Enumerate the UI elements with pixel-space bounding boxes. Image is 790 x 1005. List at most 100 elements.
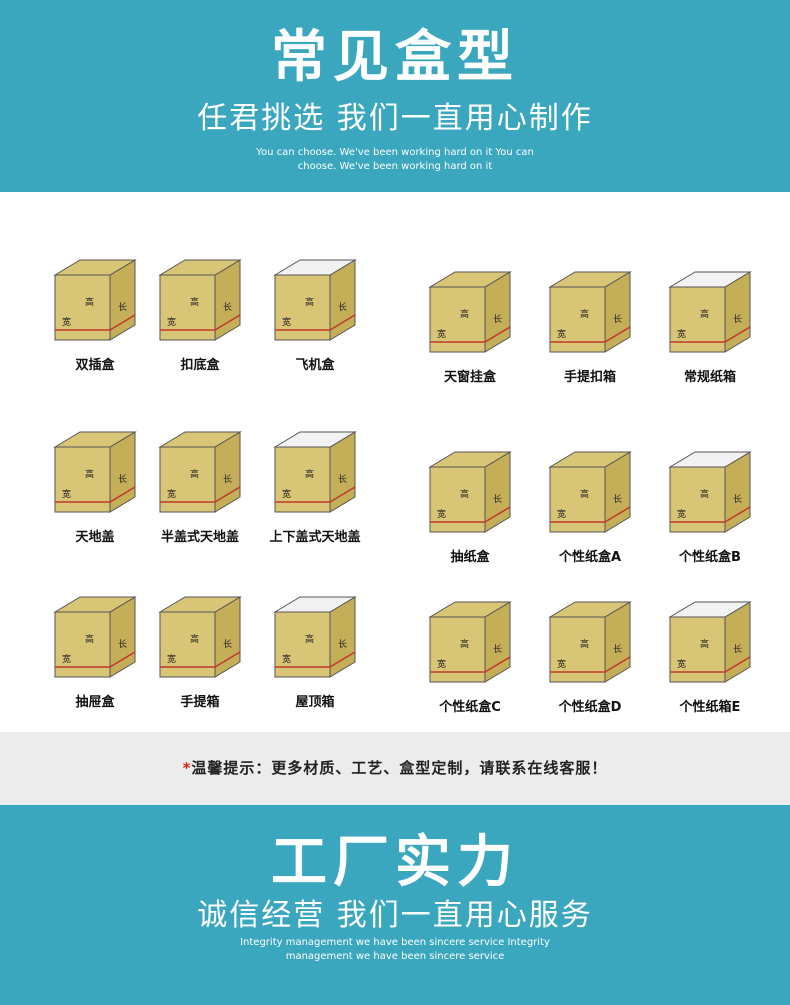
box-type-item: 宽 高 长双插盒 — [35, 230, 155, 373]
box-illustration: 宽 高 长 — [428, 601, 512, 683]
box-type-label: 个性纸箱E — [679, 700, 741, 715]
dimension-label: 长 — [338, 301, 347, 313]
dimension-label: 高 — [85, 468, 94, 480]
notice-bar: *温馨提示：更多材质、工艺、盒型定制，请联系在线客服！ — [0, 732, 790, 805]
box-type-label: 常规纸箱 — [683, 370, 736, 385]
dimension-label: 宽 — [557, 658, 566, 670]
dimension-label: 高 — [85, 296, 94, 308]
dimension-label: 高 — [85, 633, 94, 645]
box-type-item: 宽高长抽纸盒 — [410, 422, 530, 565]
dimension-label: 高 — [305, 296, 314, 308]
dimension-label: 长 — [613, 493, 622, 505]
box-type-item: 宽高长个性纸盒D — [530, 572, 650, 715]
page-title: 常见盒型 — [271, 25, 519, 90]
footer-banner: 工厂实力 诚信经营 我们一直用心服务 Integrity management … — [0, 805, 790, 1005]
english-tagline: You can choose. We've been working hard … — [256, 147, 534, 172]
box-illustration: 宽 高 长 — [158, 596, 242, 678]
dimension-label: 宽 — [167, 316, 176, 328]
header-banner: 常见盒型 任君挑选 我们一直用心制作 You can choose. We've… — [0, 0, 790, 192]
box-illustration: 宽高长 — [548, 451, 632, 533]
box-illustration: 宽 高 长 — [158, 431, 242, 513]
dimension-label: 长 — [118, 301, 127, 313]
dimension-label: 高 — [190, 296, 199, 308]
dimension-label: 长 — [223, 473, 232, 485]
box-illustration: 宽高长 — [428, 451, 512, 533]
dimension-label: 长 — [338, 638, 347, 650]
box-type-item: 宽高长个性纸盒A — [530, 422, 650, 565]
dimension-label: 高 — [190, 633, 199, 645]
box-type-label: 飞机盒 — [295, 358, 335, 373]
dimension-label: 宽 — [437, 658, 446, 670]
box-illustration: 宽 高 长 — [668, 451, 752, 533]
dimension-label: 宽 — [62, 653, 71, 665]
dimension-label: 长 — [613, 643, 622, 655]
dimension-label: 宽 — [62, 316, 71, 328]
dimension-label: 长 — [613, 313, 622, 325]
footer-subtitle: 诚信经营 我们一直用心服务 — [197, 898, 593, 933]
box-type-label: 上下盖式天地盖 — [269, 530, 361, 545]
box-type-item: 宽高长抽屉盒 — [35, 567, 155, 710]
dimension-label: 高 — [190, 468, 199, 480]
dimension-label: 宽 — [282, 653, 291, 665]
box-type-label: 个性纸盒A — [558, 550, 622, 565]
box-illustration: 宽高长 — [668, 601, 752, 683]
box-illustration: 宽 高 长 — [428, 271, 512, 353]
box-types-grid: 宽高长双插盒宽高长扣底盒宽高长飞机盒宽高长天窗挂盒宽高长手提扣箱宽高长常规纸箱宽… — [0, 192, 790, 732]
dimension-label: 宽 — [437, 328, 446, 340]
dimension-label: 高 — [700, 308, 709, 320]
dimension-label: 高 — [305, 468, 314, 480]
dimension-label: 高 — [460, 308, 469, 320]
box-type-item: 宽 高 长手提扣箱 — [530, 242, 650, 385]
box-illustration: 宽 高 长 — [273, 596, 357, 678]
dimension-label: 高 — [580, 308, 589, 320]
box-illustration: 宽 高 长 — [158, 259, 242, 341]
box-type-label: 手提箱 — [180, 695, 220, 710]
box-type-label: 抽纸盒 — [450, 550, 490, 565]
box-type-label: 扣底盒 — [180, 358, 220, 373]
box-type-label: 抽屉盒 — [75, 695, 115, 710]
box-type-item: 宽 高 长常规纸箱 — [650, 242, 770, 385]
page-subtitle: 任君挑选 我们一直用心制作 — [197, 101, 593, 136]
box-illustration: 宽 高 长 — [273, 259, 357, 341]
dimension-label: 高 — [460, 638, 469, 650]
box-illustration: 宽 高 长 — [668, 271, 752, 353]
star-mark: * — [182, 759, 192, 777]
dimension-label: 宽 — [167, 653, 176, 665]
box-type-label: 双插盒 — [75, 358, 115, 373]
dimension-label: 宽 — [167, 488, 176, 500]
dimension-label: 宽 — [282, 316, 291, 328]
dimension-label: 长 — [493, 313, 502, 325]
box-type-item: 宽高长天地盖 — [35, 402, 155, 545]
box-type-item: 宽 高 长手提箱 — [140, 567, 260, 710]
dimension-label: 宽 — [677, 658, 686, 670]
box-type-label: 个性纸盒B — [679, 550, 741, 565]
dimension-label: 高 — [305, 633, 314, 645]
box-type-label: 手提扣箱 — [563, 370, 616, 385]
dimension-label: 高 — [700, 638, 709, 650]
box-type-label: 天窗挂盒 — [443, 370, 496, 385]
dimension-label: 宽 — [557, 328, 566, 340]
box-type-label: 个性纸盒C — [439, 700, 501, 715]
dimension-label: 长 — [493, 643, 502, 655]
dimension-label: 长 — [223, 638, 232, 650]
box-type-label: 屋顶箱 — [295, 695, 335, 710]
box-type-item: 宽 高 长个性纸盒C — [410, 572, 530, 715]
box-type-item: 宽 高 长飞机盒 — [255, 230, 375, 373]
footer-title: 工厂实力 — [271, 830, 519, 895]
box-type-item: 宽 高 长屋顶箱 — [255, 567, 375, 710]
dimension-label: 长 — [733, 493, 742, 505]
notice-text: 温馨提示：更多材质、工艺、盒型定制，请联系在线客服！ — [191, 759, 608, 777]
box-illustration: 宽 高 长 — [548, 271, 632, 353]
box-type-item: 宽 高 长个性纸盒B — [650, 422, 770, 565]
dimension-label: 长 — [733, 313, 742, 325]
dimension-label: 宽 — [677, 328, 686, 340]
dimension-label: 宽 — [677, 508, 686, 520]
box-illustration: 宽高长 — [53, 431, 137, 513]
dimension-label: 宽 — [62, 488, 71, 500]
dimension-label: 高 — [580, 638, 589, 650]
box-illustration: 宽 高 长 — [53, 259, 137, 341]
footer-english-tagline: Integrity management we have been sincer… — [240, 937, 550, 962]
box-illustration: 宽高长 — [53, 596, 137, 678]
dimension-label: 高 — [700, 488, 709, 500]
dimension-label: 长 — [223, 301, 232, 313]
